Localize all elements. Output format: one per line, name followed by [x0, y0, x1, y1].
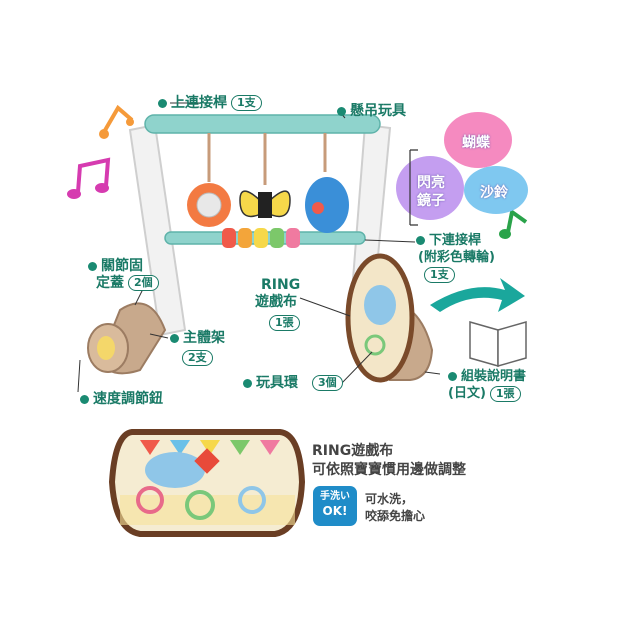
hanging-rattle-toy	[305, 133, 349, 233]
leader-lines	[77, 102, 441, 393]
count-toy-rings: 3個	[312, 375, 343, 391]
pointer-arrow-icon	[430, 278, 525, 312]
bubble-rattle: 沙鈴	[480, 185, 508, 201]
hanging-mirror-toy	[187, 133, 231, 227]
caption-subtitle: 可依照寶寶慣用邊做調整	[312, 462, 466, 478]
count-manual: 1張	[489, 385, 521, 402]
wash-note-line1: 可水洗，	[365, 492, 414, 506]
music-note-orange-icon	[99, 104, 134, 139]
label-lower-bar: 下連接桿 (附彩色轉輪) 1支	[416, 233, 495, 283]
bubble-mirror-2: 鏡子	[417, 193, 445, 209]
label-hanging-toys: 懸吊玩具	[337, 103, 406, 120]
count-ring-mat: 1張	[269, 315, 300, 331]
bullet-dot-icon	[337, 106, 346, 116]
count-main-frame: 2支	[182, 350, 213, 366]
label-ring-mat: RING 遊戲布 1張	[255, 277, 301, 331]
manual-booklet-icon	[469, 321, 527, 367]
music-note-pink-icon	[67, 157, 111, 199]
hand-wash-ok-badge: 手洗い OK!	[313, 486, 357, 526]
bullet-dot-icon	[416, 236, 425, 245]
bullet-dot-icon	[243, 378, 252, 388]
bubble-butterfly: 蝴蝶	[462, 135, 490, 151]
side-ring-mat	[345, 253, 415, 383]
count-lower-bar: 1支	[424, 266, 455, 283]
label-manual: 組裝說明書 (日文)1張	[448, 369, 527, 402]
label-main-frame: 主體架 2支	[170, 330, 225, 367]
music-note-green-icon	[499, 208, 528, 239]
count-joint-cover: 2個	[128, 275, 159, 291]
caption-title: RING遊戲布	[312, 443, 394, 459]
bullet-dot-icon	[158, 98, 167, 108]
count-top-bar: 1支	[231, 95, 262, 111]
label-speed-knob: 速度調節鈕	[80, 391, 163, 408]
wash-note-line2: 咬舔免擔心	[365, 509, 426, 523]
bullet-dot-icon	[448, 372, 457, 381]
toy-name-bubbles	[396, 112, 528, 226]
bubble-mirror-1: 閃亮	[417, 175, 445, 191]
ring-play-mat-large	[108, 429, 306, 537]
bullet-dot-icon	[88, 261, 97, 271]
hanging-butterfly-toy	[239, 133, 291, 218]
bullet-dot-icon	[80, 394, 89, 404]
bullet-dot-icon	[170, 333, 179, 343]
